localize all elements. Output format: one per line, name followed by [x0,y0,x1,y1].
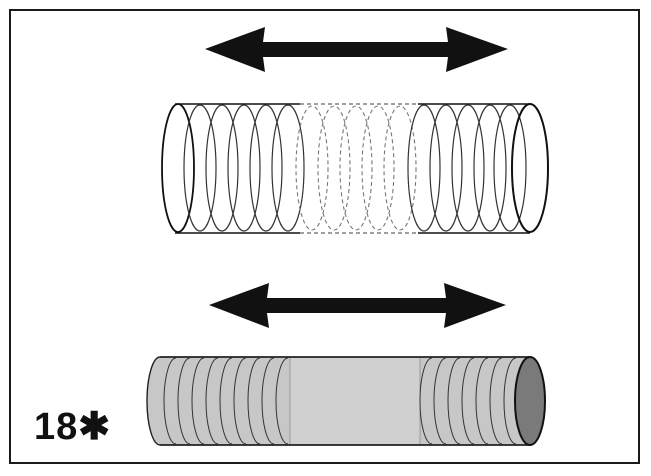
double-arrow-top-icon [205,27,508,72]
double-arrow-bottom-icon [209,283,506,328]
hose-shaded-bottom-icon [146,356,546,446]
figure-number-label: 18✱ [34,406,112,448]
hose-outline-top-icon [161,103,549,234]
